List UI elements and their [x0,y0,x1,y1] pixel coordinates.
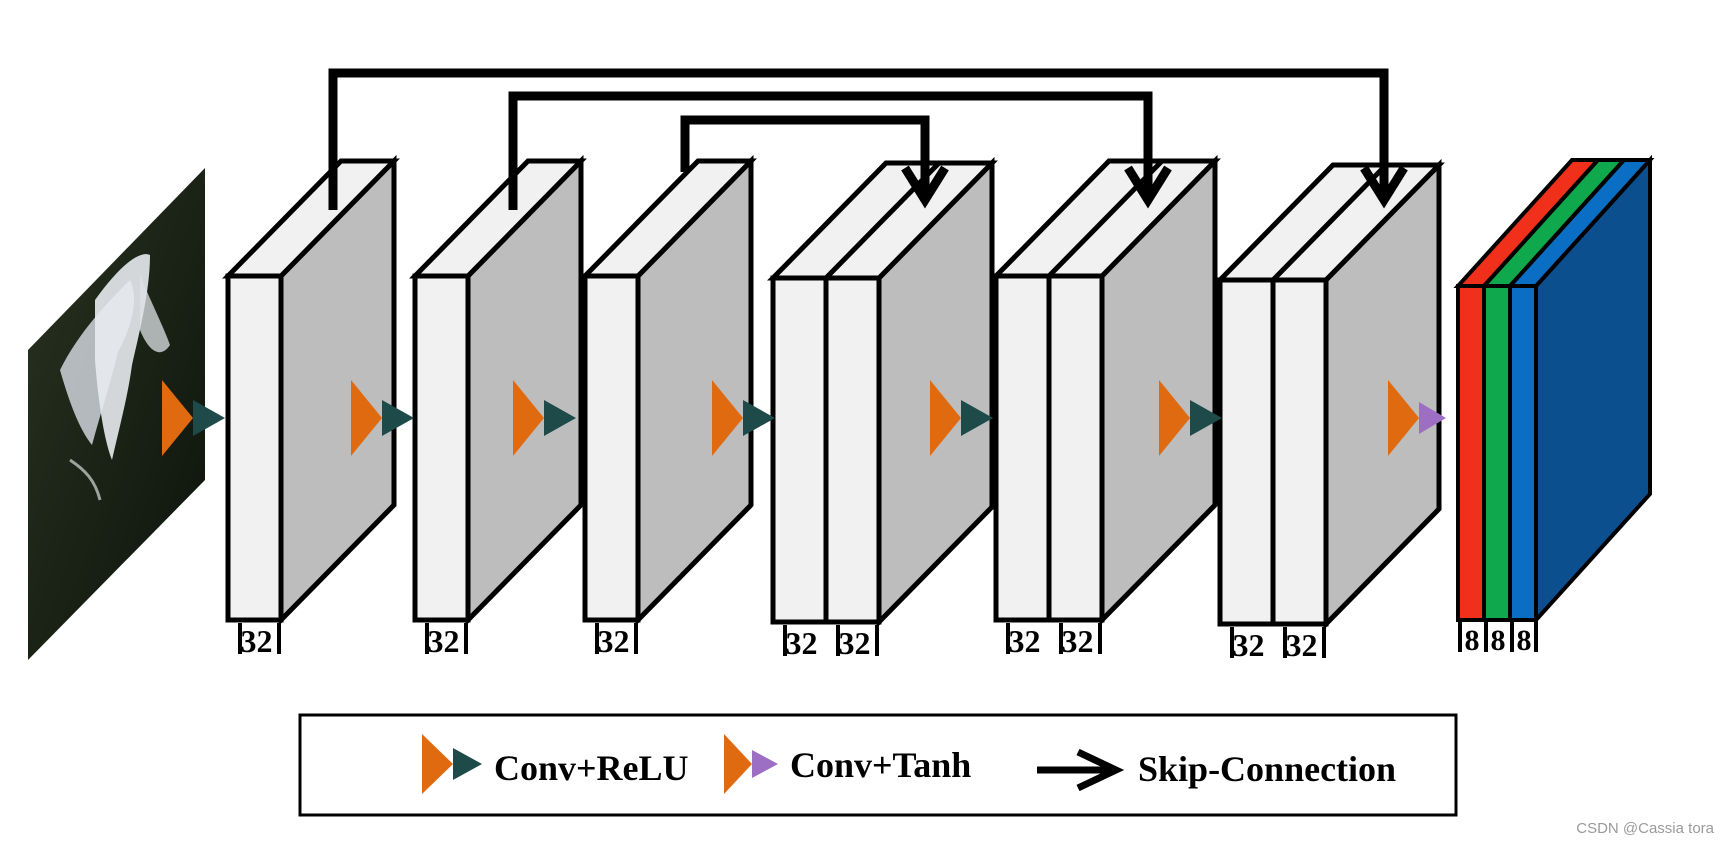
skip-arrowhead-inner [901,165,949,209]
skip-connection-inner [680,115,930,195]
skip-connection-icon [1037,748,1125,792]
conv-layer: 32 [579,154,757,659]
channel-count-label: 32 [241,623,273,659]
layer-channel-slab [412,273,471,623]
channel-count-label: 32 [1062,623,1094,659]
skip-arrowhead-middle [1124,165,1172,209]
legend-conv-tanh: Conv+Tanh [790,745,971,785]
output-channel-slab [1456,284,1486,622]
channel-count-label: 32 [1233,627,1265,663]
output-channel-slab [1482,284,1512,622]
conv-relu-marker-icon [162,380,225,456]
channel-count-label: 32 [598,623,630,659]
output-channel-label: 8 [1491,624,1506,657]
conv-relu-icon [422,734,482,794]
conv-layer: 32 32 [767,156,998,661]
conv-layers: 32 32 32 32 32 32 32 32 32 [222,154,1445,663]
legend-box [298,713,1458,817]
layer-channel-slab [1270,277,1329,627]
input-image [28,168,205,660]
layer-channel-slab [823,275,882,625]
channel-count-label: 32 [839,625,871,661]
conv-relu-marker-icon [351,380,414,456]
legend-skip-connection: Skip-Connection [1138,749,1396,789]
activation-markers [162,380,1446,456]
layer-channel-slab [225,273,284,623]
conv-relu-marker-icon [930,380,993,456]
layer-channel-slab [993,273,1052,623]
skip-connection-outer [328,68,1389,210]
watermark: CSDN @Cassia tora [1576,820,1714,837]
layer-channel-slab [1046,273,1105,623]
conv-relu-marker-icon [712,380,775,456]
output-channel-slab [1508,284,1538,622]
skip-connection-middle [508,91,1153,210]
skip-arrowhead-outer [1360,165,1408,209]
layer-channel-slab [582,273,641,623]
channel-count-label: 32 [428,623,460,659]
conv-tanh-marker-icon [1388,380,1446,456]
conv-layer: 32 32 [990,154,1221,659]
channel-count-label: 32 [1009,623,1041,659]
channel-count-label: 32 [786,625,818,661]
output-channel-label: 8 [1465,624,1480,657]
channel-count-label: 32 [1286,627,1318,663]
conv-relu-marker-icon [1159,380,1222,456]
legend-conv-relu: Conv+ReLU [494,748,689,788]
layer-channel-slab [770,275,829,625]
conv-tanh-icon [724,734,778,794]
output-channel-label: 8 [1517,624,1532,657]
conv-layer: 32 [222,154,400,659]
skip-connections [328,68,1408,210]
conv-layer: 32 [409,154,587,659]
conv-relu-marker-icon [513,380,576,456]
layer-channel-slab [1217,277,1276,627]
legend: Conv+ReLU Conv+Tanh Skip-Connection [298,713,1458,817]
